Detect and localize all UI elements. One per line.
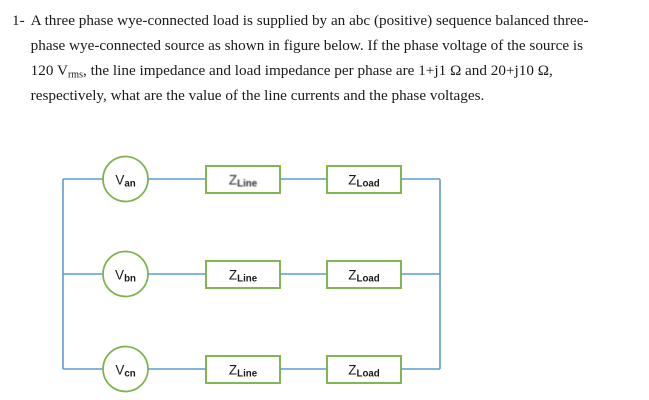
problem-number: 1-	[12, 12, 25, 29]
problem-text: A three phase wye-connected load is supp…	[31, 8, 591, 108]
row2-line-impedance-box	[205, 260, 281, 289]
row1-line-impedance-box	[205, 165, 281, 194]
row3-voltage-source-symbol	[102, 345, 149, 393]
circuit-diagram: Van ZLine ZLoad Vbn ZLine ZLoad Vcn ZLin…	[0, 140, 649, 400]
row1-load-impedance-box	[326, 165, 402, 194]
row2-load-impedance-box	[326, 260, 402, 289]
row1-voltage-source-symbol	[102, 155, 149, 203]
row3-load-impedance-box	[326, 355, 402, 384]
circuit-schematic-svg	[62, 155, 441, 393]
problem-text-subscript-rms: rms	[67, 69, 83, 81]
row2-voltage-source-symbol	[102, 250, 149, 298]
problem-text-part-1: A three phase wye-connected load is supp…	[30, 12, 589, 79]
problem-statement: 1- A three phase wye-connected load is s…	[0, 8, 649, 108]
problem-text-part-2: , the line impedance and load impedance …	[30, 62, 553, 104]
row3-line-impedance-box	[205, 355, 281, 384]
